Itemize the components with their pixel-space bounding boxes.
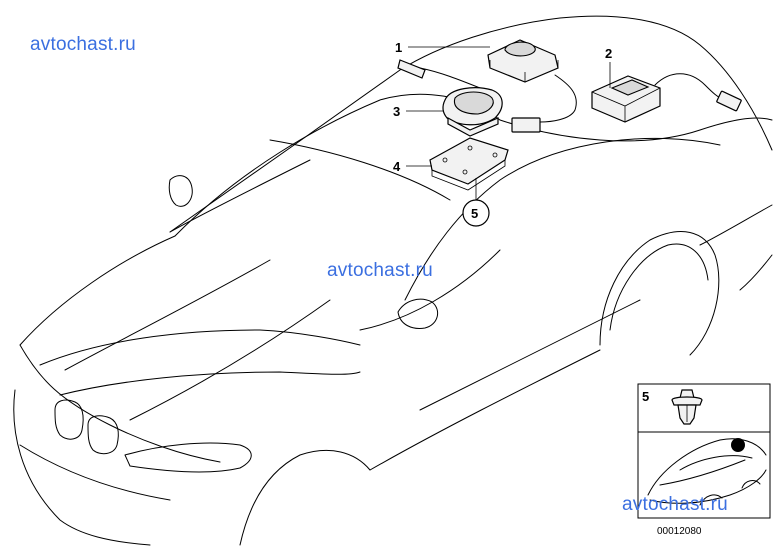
inset-label-5: 5 <box>642 389 649 404</box>
callout-5: 5 <box>471 206 478 221</box>
callout-leaders <box>406 46 611 200</box>
watermark-center: avtochast.ru <box>327 260 433 281</box>
part-3-gps-antenna <box>442 87 503 137</box>
inset-box <box>637 383 771 519</box>
clip-rivet <box>671 389 703 425</box>
callout-5-circle <box>462 199 490 227</box>
callout-2: 2 <box>605 46 612 61</box>
part-4-bracket <box>429 137 509 191</box>
part-2-amplifier <box>591 73 742 123</box>
callout-4: 4 <box>393 159 401 174</box>
callout-1: 1 <box>395 40 402 55</box>
watermark-bottom-right: avtochast.ru <box>622 494 728 515</box>
car-outline <box>13 15 773 546</box>
watermark-top-left: avtochast.ru <box>30 34 136 55</box>
drawing-number: 00012080 <box>657 526 702 537</box>
mini-car <box>647 438 767 506</box>
part-1-antenna-module <box>397 39 577 133</box>
callout-3: 3 <box>393 104 400 119</box>
